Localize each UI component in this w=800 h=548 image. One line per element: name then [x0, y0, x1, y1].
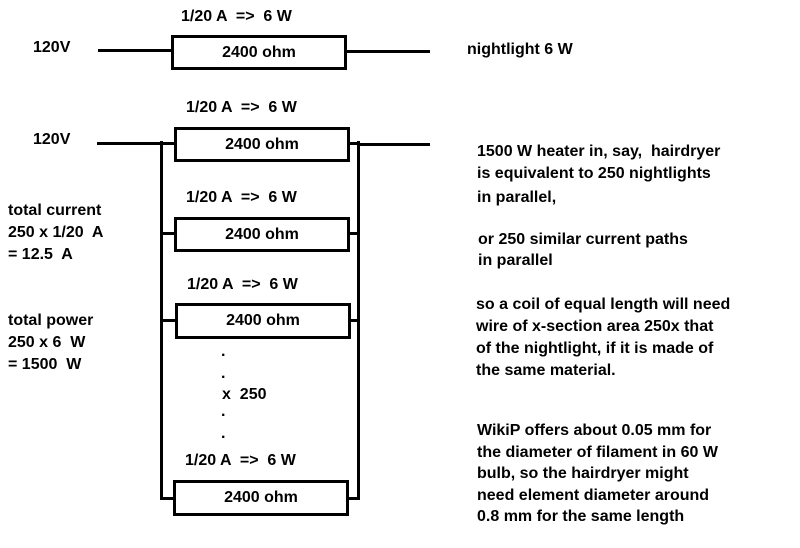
- branch-current-label: 1/20 A => 6 W: [181, 8, 292, 25]
- ellipsis-dot: .: [221, 425, 226, 442]
- text-line: wire of x-section area 250x that: [476, 318, 714, 335]
- voltage-label: 120V: [33, 39, 71, 56]
- resistor: 2400 ohm: [175, 303, 351, 339]
- text-line: = 1500 W: [8, 356, 82, 373]
- resistor: 2400 ohm: [171, 35, 347, 70]
- text-line: = 12.5 A: [8, 246, 73, 263]
- wire: [160, 497, 175, 500]
- ellipsis-dot: .: [221, 403, 226, 420]
- nightlight-label: nightlight 6 W: [467, 41, 573, 58]
- wire: [97, 142, 163, 145]
- text-line: 0.8 mm for the same length: [477, 508, 685, 525]
- text-line: is equivalent to 250 nightlights: [477, 165, 711, 182]
- text-line: in parallel: [478, 252, 553, 269]
- branch-current-label: 1/20 A => 6 W: [186, 189, 297, 206]
- text-line: so a coil of equal length will need: [476, 296, 731, 313]
- note-wikip: WikiP offers about 0.05 mm for the diame…: [477, 420, 718, 528]
- text-line: total power: [8, 312, 94, 329]
- wire: [345, 50, 430, 53]
- note-heater-end: in parallel,: [477, 189, 557, 206]
- branch-current-label: 1/20 A => 6 W: [185, 452, 296, 469]
- text-line: of the nightlight, if it is made of: [476, 340, 714, 357]
- wire: [347, 232, 359, 235]
- ellipsis-dot: .: [221, 343, 226, 360]
- wire: [347, 142, 359, 145]
- resistor: 2400 ohm: [173, 480, 349, 516]
- voltage-label: 120V: [33, 131, 71, 148]
- text-line: 250 x 1/20 A: [8, 224, 104, 241]
- resistor-label: 2400 ohm: [225, 135, 299, 153]
- wire: [160, 142, 176, 145]
- resistor-label: 2400 ohm: [226, 312, 300, 329]
- branch-current-label: 1/20 A => 6 W: [187, 276, 298, 293]
- total-power-text: total power 250 x 6 W = 1500 W: [8, 310, 93, 376]
- wire: [347, 319, 359, 322]
- branch-current-label: 1/20 A => 6 W: [186, 99, 297, 116]
- note-heater: 1500 W heater in, say, hairdryer is equi…: [477, 141, 720, 185]
- resistor: 2400 ohm: [174, 127, 350, 162]
- text-line: need element diameter around: [477, 486, 710, 504]
- text-line: WikiP offers about 0.05 mm for: [477, 422, 712, 439]
- total-current-text: total current 250 x 1/20 A = 12.5 A: [8, 200, 103, 266]
- wire: [346, 497, 359, 500]
- ellipsis-dot: .: [221, 365, 226, 382]
- note-coil: so a coil of equal length will need wire…: [476, 294, 730, 382]
- text-line: 250 x 6 W: [8, 334, 86, 351]
- wire: [160, 232, 176, 235]
- multiplier-label: x 250: [222, 386, 267, 403]
- note-current-paths: or 250 similar current paths in parallel: [478, 229, 688, 271]
- wire: [98, 49, 173, 52]
- resistor-label: 2400 ohm: [222, 43, 296, 61]
- text-line: bulb, so the hairdryer might: [477, 465, 689, 482]
- wire: [358, 143, 430, 146]
- resistor: 2400 ohm: [174, 217, 350, 252]
- text-line: 1500 W heater in, say, hairdryer: [477, 143, 721, 160]
- text-line: the diameter of filament in 60 W: [477, 443, 718, 461]
- resistor-label: 2400 ohm: [224, 489, 298, 506]
- resistor-label: 2400 ohm: [225, 225, 299, 243]
- text-line: or 250 similar current paths: [478, 231, 688, 248]
- wire: [160, 319, 176, 322]
- text-line: total current: [8, 202, 102, 219]
- text-line: the same material.: [476, 362, 616, 379]
